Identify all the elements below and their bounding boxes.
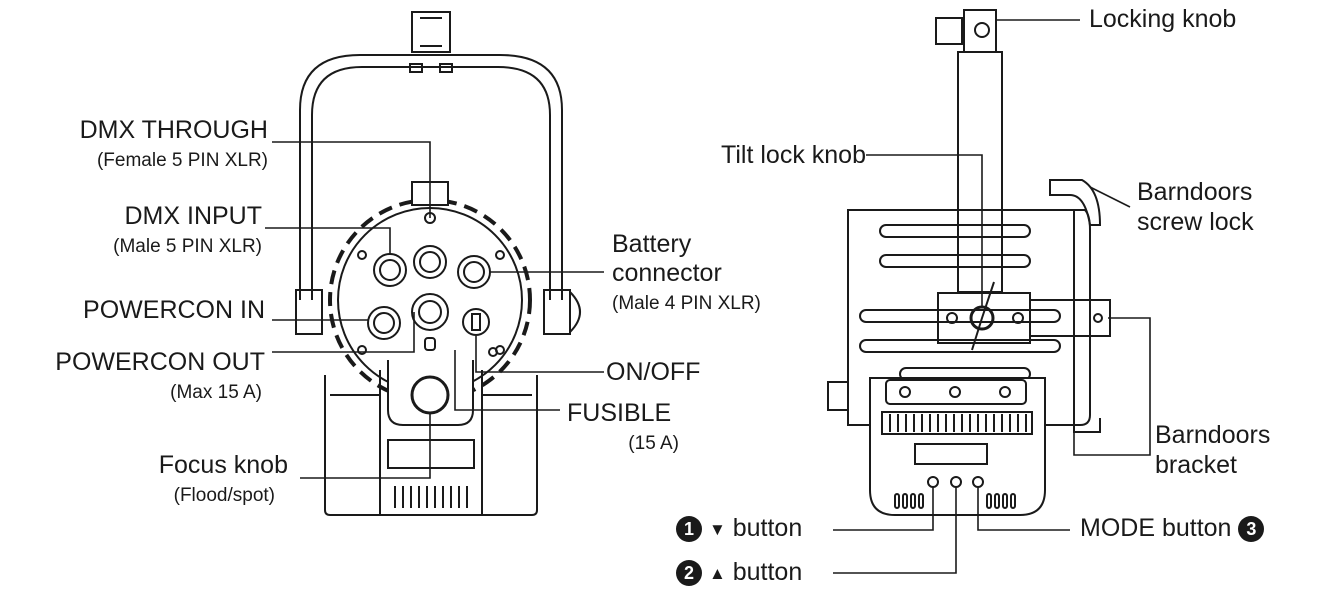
rear-vents — [882, 412, 1032, 434]
leader-powercon-out — [272, 312, 414, 352]
sublabel-focus-knob: (Flood/spot) — [173, 485, 275, 506]
label-tilt-lock-knob: Tilt lock knob — [721, 141, 866, 169]
label-mode-button: MODE button 3 — [1080, 514, 1265, 543]
bottom-vents — [895, 494, 1015, 508]
sublabel-dmx-input: (Male 5 PIN XLR) — [113, 236, 262, 257]
label-bracket-line1: Barndoors — [1155, 421, 1271, 449]
down-button-text: button — [732, 514, 803, 542]
label-on-off: ON/OFF — [606, 358, 701, 386]
leader-up-button — [833, 487, 956, 573]
label-dmx-input: DMX INPUT — [124, 202, 263, 230]
label-screw-lock-line2: screw lock — [1137, 208, 1254, 236]
label-bracket-line2: bracket — [1155, 451, 1237, 479]
sublabel-dmx-through: (Female 5 PIN XLR) — [96, 150, 268, 171]
leader-fusible — [455, 350, 560, 410]
leader-lines — [265, 20, 1150, 573]
leader-down-button — [833, 487, 933, 530]
sublabel-battery: (Male 4 PIN XLR) — [612, 293, 761, 314]
label-powercon-in: POWERCON IN — [83, 296, 265, 324]
label-locking-knob: Locking knob — [1089, 5, 1237, 33]
label-focus-knob: Focus knob — [158, 451, 288, 479]
mode-button-text: MODE button — [1080, 514, 1232, 542]
leader-dmx-input — [265, 228, 390, 254]
label-down-button: 1 ▼ button — [676, 514, 803, 543]
side-view-fixture — [828, 10, 1110, 515]
up-button-text: button — [732, 558, 803, 586]
label-battery-line2: connector — [612, 259, 722, 287]
sublabel-powercon-out: (Max 15 A) — [170, 382, 262, 403]
up-arrow-icon: ▲ — [708, 563, 726, 583]
sublabel-fusible: (15 A) — [628, 433, 679, 454]
label-powercon-out: POWERCON OUT — [55, 348, 265, 376]
badge-2: 2 — [676, 560, 702, 587]
leader-focus-knob — [300, 412, 430, 478]
leader-tilt-lock — [866, 155, 982, 306]
label-battery-line1: Battery — [612, 230, 692, 258]
side-ribs — [860, 225, 1060, 380]
leader-bracket — [1074, 318, 1150, 455]
label-fusible: FUSIBLE — [567, 399, 672, 427]
front-grille — [395, 486, 467, 508]
down-arrow-icon: ▼ — [708, 519, 726, 539]
badge-3: 3 — [1238, 516, 1265, 543]
leader-dmx-through — [272, 142, 430, 218]
badge-1: 1 — [676, 516, 702, 543]
front-view-fixture — [296, 12, 580, 515]
label-up-button: 2 ▲ button — [676, 558, 803, 587]
leader-mode-button — [978, 487, 1070, 530]
leader-screw-lock — [1090, 187, 1130, 207]
label-screw-lock-line1: Barndoors — [1137, 178, 1253, 206]
label-dmx-through: DMX THROUGH — [79, 116, 268, 144]
leader-on-off — [476, 336, 604, 372]
